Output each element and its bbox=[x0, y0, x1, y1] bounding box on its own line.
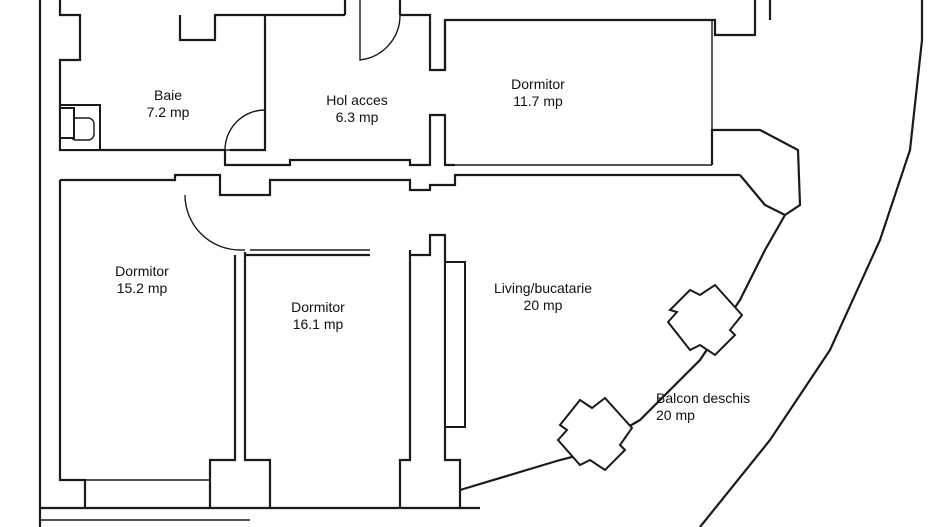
room-label-dormitor-left: Dormitor 15.2 mp bbox=[115, 263, 169, 297]
room-label-dormitor-top: Dormitor 11.7 mp bbox=[511, 76, 565, 110]
room-name: Baie bbox=[153, 87, 183, 103]
room-name: Dormitor bbox=[115, 263, 169, 279]
exterior-walls bbox=[38, 0, 924, 527]
room-area: 20 mp bbox=[523, 297, 563, 313]
room-label-living: Living/bucatarie 20 mp bbox=[494, 280, 592, 314]
room-area: 20 mp bbox=[656, 407, 695, 423]
room-label-baie: Baie 7.2 mp bbox=[147, 87, 190, 121]
room-area: 15.2 mp bbox=[116, 280, 168, 296]
bedroom-top-walls bbox=[443, 20, 713, 130]
bedroom-left-walls bbox=[58, 180, 237, 508]
balcony-pillars bbox=[459, 214, 786, 492]
room-name: Hol acces bbox=[326, 92, 388, 108]
room-area: 6.3 mp bbox=[335, 109, 379, 125]
room-label-hol: Hol acces 6.3 mp bbox=[326, 92, 387, 126]
room-name: Dormitor bbox=[291, 299, 345, 315]
room-label-balcon: Balcon deschis 20 mp bbox=[656, 390, 750, 424]
corridor-walls bbox=[60, 113, 802, 217]
room-area: 11.7 mp bbox=[513, 93, 563, 109]
bedroom-mid-walls bbox=[243, 233, 466, 508]
room-area: 7.2 mp bbox=[146, 104, 190, 120]
room-name: Dormitor bbox=[511, 76, 565, 92]
room-area: 16.1 mp bbox=[292, 316, 344, 332]
door-swings bbox=[184, 0, 401, 251]
room-name: Balcon deschis bbox=[656, 390, 751, 406]
bathroom-walls bbox=[59, 104, 265, 151]
room-label-dormitor-mid: Dormitor 16.1 mp bbox=[291, 299, 345, 333]
room-name: Living/bucatarie bbox=[493, 280, 593, 296]
